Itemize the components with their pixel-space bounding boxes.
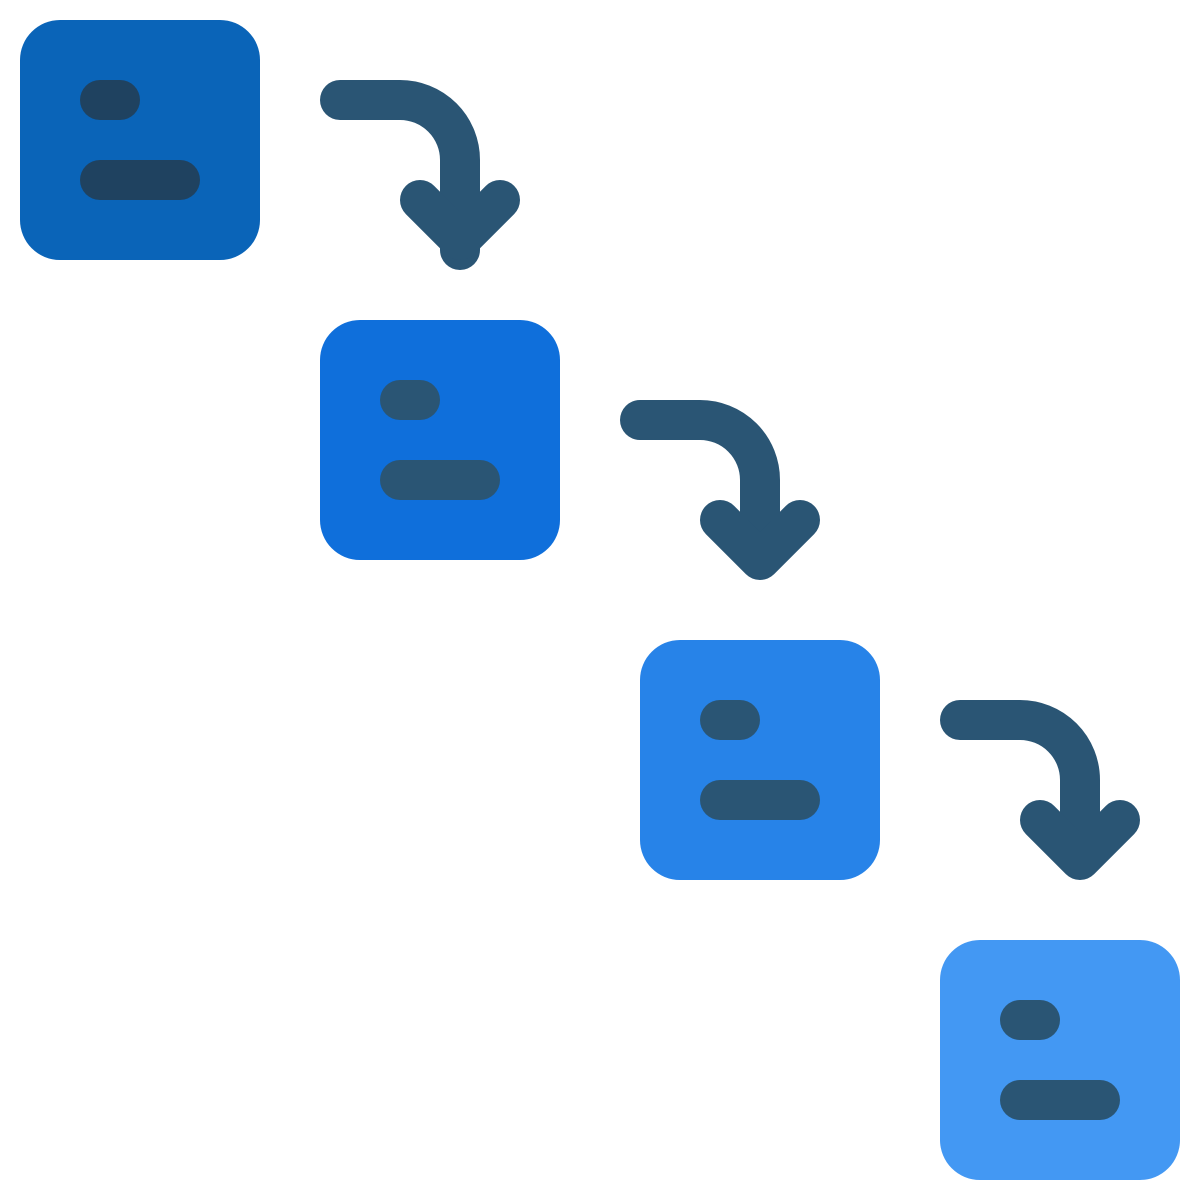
curved-arrow-down-icon bbox=[320, 80, 520, 270]
document-card-icon bbox=[20, 20, 260, 260]
card-line-short bbox=[700, 700, 760, 740]
card-line-short bbox=[1000, 1000, 1060, 1040]
document-card-icon bbox=[940, 940, 1180, 1180]
card-line-short bbox=[80, 80, 140, 120]
document-card-icon bbox=[320, 320, 560, 560]
card-line-long bbox=[380, 460, 500, 500]
curved-arrow-down-icon bbox=[620, 400, 820, 580]
card-line-long bbox=[700, 780, 820, 820]
card-line-long bbox=[1000, 1080, 1120, 1120]
document-card-icon bbox=[640, 640, 880, 880]
curved-arrow-down-icon bbox=[940, 700, 1140, 880]
card-line-long bbox=[80, 160, 200, 200]
card-line-short bbox=[380, 380, 440, 420]
